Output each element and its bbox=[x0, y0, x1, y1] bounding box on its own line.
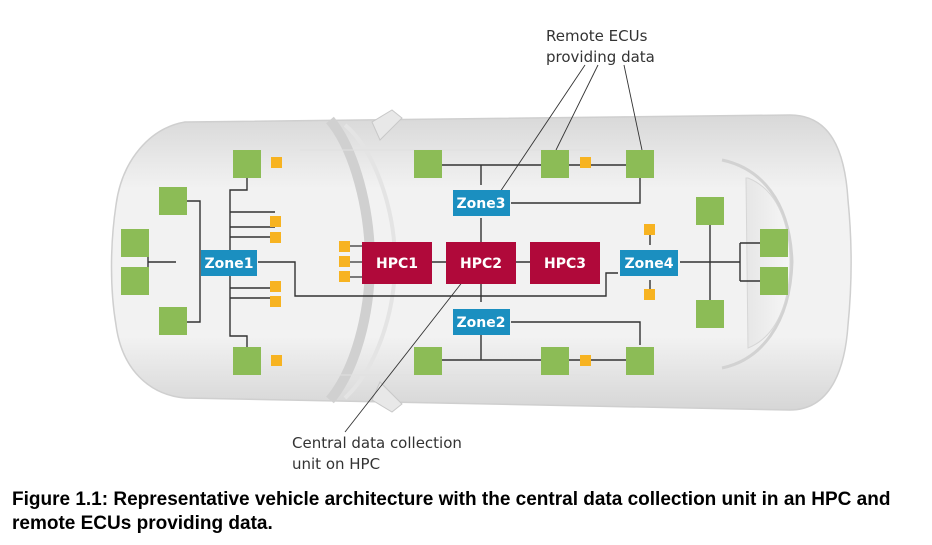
ecu-box bbox=[159, 307, 187, 335]
remote-ecus-callout: Remote ECUs providing data bbox=[546, 27, 655, 66]
figure-caption: Figure 1.1: Representative vehicle archi… bbox=[12, 489, 891, 534]
ecu-box bbox=[626, 150, 654, 178]
sensor-square bbox=[271, 355, 282, 366]
remote-ecus-label-line2: providing data bbox=[546, 48, 655, 66]
zone3-label: Zone3 bbox=[457, 196, 506, 212]
vehicle-architecture-diagram: Zone1 Zone2 Zone3 Zone4 HPC1 HPC2 HPC3 R… bbox=[110, 27, 852, 473]
zone4-label: Zone4 bbox=[625, 256, 674, 272]
ecu-box bbox=[159, 187, 187, 215]
sensor-square bbox=[271, 157, 282, 168]
sensor-square bbox=[644, 289, 655, 300]
sensor-square bbox=[270, 232, 281, 243]
sensor-square bbox=[270, 296, 281, 307]
zone3-controller: Zone3 bbox=[453, 190, 510, 216]
sensor-square bbox=[580, 157, 591, 168]
zone2-controller: Zone2 bbox=[453, 309, 510, 335]
remote-ecus-label-line1: Remote ECUs bbox=[546, 27, 648, 45]
ecu-box bbox=[233, 347, 261, 375]
sensor-square bbox=[339, 241, 350, 252]
hpc2-label: HPC2 bbox=[460, 256, 502, 272]
zone1-label: Zone1 bbox=[205, 256, 254, 272]
ecu-box bbox=[696, 197, 724, 225]
zone4-controller: Zone4 bbox=[620, 250, 678, 276]
central-unit-label-line2: unit on HPC bbox=[292, 455, 380, 473]
ecu-box bbox=[121, 229, 149, 257]
ecu-box bbox=[414, 347, 442, 375]
sensor-square bbox=[644, 224, 655, 235]
sensor-square bbox=[270, 216, 281, 227]
remote-ecu-group bbox=[121, 150, 788, 375]
central-unit-callout: Central data collection unit on HPC bbox=[292, 434, 462, 473]
ecu-box bbox=[541, 347, 569, 375]
ecu-box bbox=[233, 150, 261, 178]
central-unit-label-line1: Central data collection bbox=[292, 434, 462, 452]
hpc1-unit: HPC1 bbox=[362, 242, 432, 284]
ecu-box bbox=[626, 347, 654, 375]
ecu-box bbox=[696, 300, 724, 328]
hpc3-label: HPC3 bbox=[544, 256, 586, 272]
hpc2-unit: HPC2 bbox=[446, 242, 516, 284]
sensor-square bbox=[339, 271, 350, 282]
ecu-box bbox=[414, 150, 442, 178]
sensor-square bbox=[580, 355, 591, 366]
ecu-box bbox=[760, 267, 788, 295]
zone2-label: Zone2 bbox=[457, 315, 506, 331]
zone1-controller: Zone1 bbox=[201, 250, 257, 276]
ecu-box bbox=[541, 150, 569, 178]
sensor-square bbox=[339, 256, 350, 267]
hpc1-label: HPC1 bbox=[376, 256, 418, 272]
ecu-box bbox=[760, 229, 788, 257]
hpc1-sensor-links bbox=[350, 245, 362, 278]
callout-leader-lines bbox=[344, 64, 643, 433]
ecu-box bbox=[121, 267, 149, 295]
sensor-square bbox=[270, 281, 281, 292]
sensor-group bbox=[270, 157, 655, 366]
hpc3-unit: HPC3 bbox=[530, 242, 600, 284]
